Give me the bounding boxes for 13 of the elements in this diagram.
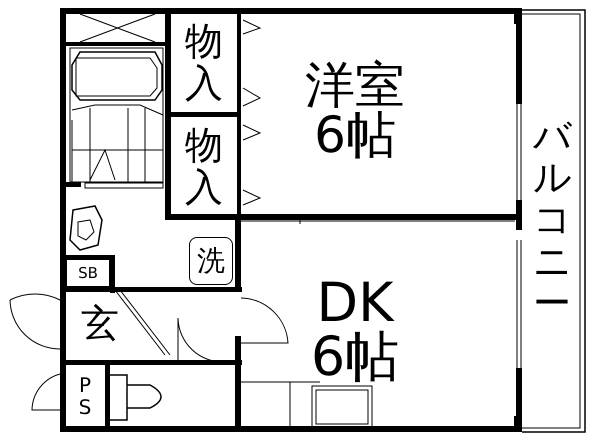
fixture-box xyxy=(66,259,110,287)
room-label: バルコニー xyxy=(533,116,571,324)
room-label: 洗 xyxy=(197,247,225,275)
room-label: 物入 xyxy=(185,125,223,209)
room-label: 6帖 xyxy=(310,330,400,384)
room-label: 洋室 xyxy=(305,60,405,110)
room-label: SB xyxy=(78,266,98,280)
fixture-box xyxy=(189,237,233,285)
room-label: 6帖 xyxy=(314,110,396,160)
room-label: 物入 xyxy=(185,21,223,105)
room-label: DK xyxy=(316,276,394,330)
room-label: PS xyxy=(78,374,92,418)
room-label: 玄 xyxy=(81,304,119,342)
